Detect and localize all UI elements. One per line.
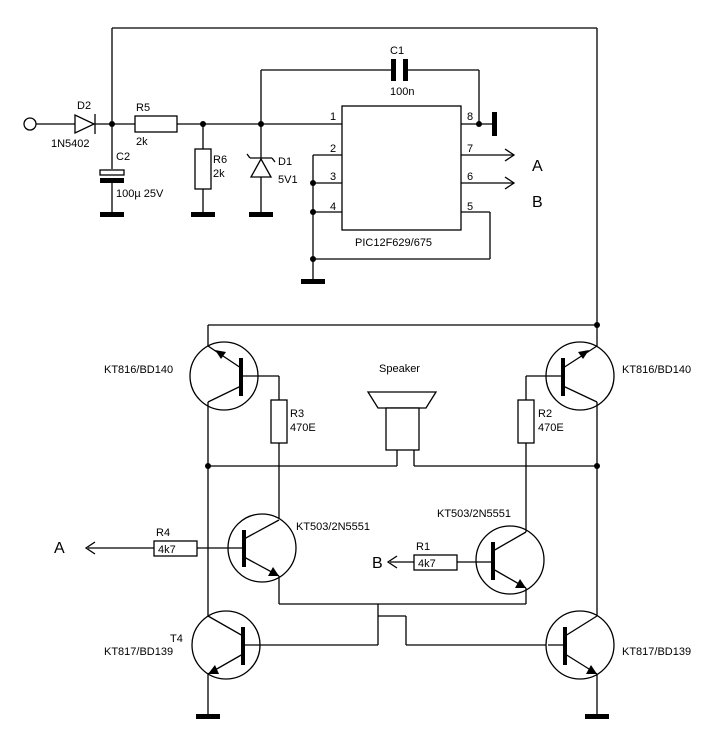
r1-value: 4k7: [418, 558, 436, 570]
transistor-q-mid-left: KT503/2N5551: [227, 513, 526, 605]
r2-value: 470E: [538, 422, 564, 434]
q-top-right-label: KT816/BD140: [622, 364, 691, 376]
input-terminal: [23, 117, 37, 131]
r2-ref: R2: [538, 408, 552, 420]
r1-ref: R1: [416, 541, 430, 553]
pic-ic: PIC12F629/675 1 2 3 4 5 6 7 8 A B: [301, 105, 543, 284]
transistor-q-mid-right: KT503/2N5551: [437, 508, 545, 604]
c2-value: 100µ 25V: [116, 188, 164, 200]
capacitor-c1: C1 100n: [260, 45, 480, 124]
transistor-q-top-left: KT816/BD140: [104, 325, 279, 616]
resistor-r2: R2 470E: [517, 376, 564, 520]
c1-ref: C1: [390, 45, 404, 57]
resistor-r3: R3 470E: [270, 376, 316, 520]
pin-5: 5: [467, 201, 473, 213]
c1-value: 100n: [390, 86, 414, 98]
speaker: Speaker: [366, 363, 438, 466]
t4-ref: T4: [170, 633, 183, 645]
d1-ref: D1: [278, 156, 292, 168]
pin-8: 8: [467, 111, 473, 123]
h-bridge: KT816/BD140 R3 470E KT816/BD140: [54, 322, 691, 719]
pin-4: 4: [330, 201, 336, 213]
r6-value: 2k: [213, 168, 225, 180]
q-bottom-right-label: KT817/BD139: [622, 646, 691, 658]
d2-ref: D2: [77, 100, 91, 112]
pin-2: 2: [330, 143, 336, 155]
r3-value: 470E: [290, 422, 316, 434]
pin-6: 6: [467, 171, 473, 183]
q-mid-left-label: KT503/2N5551: [296, 521, 370, 533]
pin-3: 3: [330, 171, 336, 183]
diode-d2: D2 1N5402: [51, 100, 112, 150]
transistor-t4: T4 KT817/BD139: [104, 610, 261, 719]
r3-ref: R3: [290, 408, 304, 420]
input-a-label: A: [54, 540, 65, 557]
speaker-label: Speaker: [379, 363, 420, 375]
capacitor-c2: C2 100µ 25V: [99, 124, 164, 217]
resistor-r4: R4 4k7 A: [54, 527, 244, 557]
input-b-label: B: [372, 555, 383, 572]
transistor-q-bottom-right: KT817/BD139: [545, 610, 691, 719]
pin-1: 1: [330, 111, 336, 123]
q-top-left-label: KT816/BD140: [104, 364, 173, 376]
transistor-q-top-right: KT816/BD140: [526, 325, 691, 616]
r4-value: 4k7: [158, 544, 176, 556]
q-mid-right-label: KT503/2N5551: [437, 508, 511, 520]
c2-ref: C2: [116, 151, 130, 163]
r4-ref: R4: [156, 527, 170, 539]
pin-7: 7: [467, 143, 473, 155]
output-a-label: A: [532, 158, 543, 175]
r5-value: 2k: [136, 136, 148, 148]
d2-value: 1N5402: [51, 138, 90, 150]
t4-value: KT817/BD139: [104, 646, 173, 658]
resistor-r6: R6 2k: [191, 121, 227, 217]
r5-ref: R5: [136, 102, 150, 114]
ic-name: PIC12F629/675: [355, 237, 432, 249]
r6-ref: R6: [213, 154, 227, 166]
output-b-label: B: [532, 194, 543, 211]
resistor-r5: R5 2k: [112, 102, 342, 148]
power-input: D2 1N5402 C2 100µ 25V R5 2k: [23, 27, 598, 325]
zener-d1: D1 5V1: [246, 121, 298, 217]
resistor-r1: R1 4k7 B: [372, 541, 493, 572]
d1-value: 5V1: [278, 174, 298, 186]
